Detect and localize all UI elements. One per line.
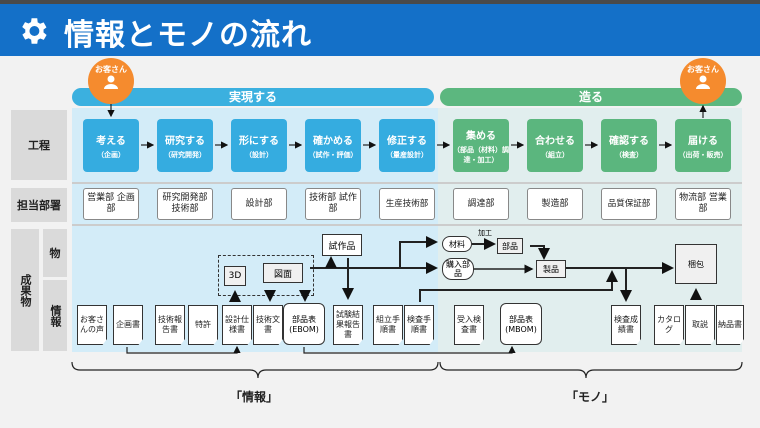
person-icon: [696, 75, 710, 89]
doc-patent: 特許: [188, 305, 218, 345]
dept-manufacturing: 製造部: [527, 188, 583, 220]
step-verify[interactable]: 確かめる（試作・評価）: [305, 119, 361, 172]
step-design[interactable]: 形にする（設計）: [231, 119, 287, 172]
step-inspect[interactable]: 確認する（検査）: [601, 119, 657, 172]
package-box: 梱包: [675, 244, 717, 284]
doc-assembly-proc: 組立手順書: [373, 305, 403, 345]
doc-inspection-proc: 検査手順書: [404, 305, 434, 345]
doc-catalog: カタログ: [654, 305, 684, 345]
step-gather[interactable]: 集める（部品（材料）調達・加工）: [453, 119, 509, 172]
dept-sales-planning: 営業部 企画部: [83, 188, 139, 220]
divider: [72, 182, 742, 184]
doc-inspection-result: 検査成績書: [611, 305, 641, 345]
step-research[interactable]: 研究する（研究開発）: [157, 119, 213, 172]
row-label-department: 担当部署: [11, 188, 67, 222]
row-label-info: 情報: [43, 280, 67, 351]
purchased-part-cylinder: 購入部品: [442, 258, 474, 280]
header-bar: 情報とモノの流れ: [0, 4, 760, 56]
gear-icon: [22, 18, 47, 44]
customer-start: お客さん: [88, 58, 134, 104]
customer-end: お客さん: [680, 58, 726, 104]
divider: [72, 224, 742, 226]
page-title: 情報とモノの流れ: [64, 18, 312, 53]
doc-receiving-insp: 受入検査書: [454, 305, 484, 345]
step-plan[interactable]: 考える（企画）: [83, 119, 139, 172]
dept-procurement: 調達部: [453, 188, 509, 220]
step-deliver[interactable]: 届ける（出荷・販売）: [675, 119, 731, 172]
dept-quality: 品質保証部: [601, 188, 657, 220]
prototype-box: 試作品: [322, 234, 362, 256]
drawing-box: 図面: [263, 263, 303, 283]
phase-build: 造る: [440, 88, 742, 106]
doc-ebom: 部品表 (EBOM): [283, 303, 325, 345]
dept-prototype: 技術部 試作部: [305, 188, 361, 220]
doc-tech-report: 技術報告書: [155, 305, 185, 345]
phase-realize: 実現する: [72, 88, 434, 106]
doc-design-spec: 設計仕様書: [222, 305, 252, 345]
dept-design: 設計部: [231, 188, 287, 220]
goods-brace-label: 「モノ」: [566, 390, 615, 404]
part-box: 部品: [497, 238, 523, 254]
doc-customer-voice: お客さんの声: [77, 305, 107, 345]
doc-manual: 取説: [685, 305, 715, 345]
doc-test-report: 試験結果報告書: [333, 305, 363, 345]
person-icon: [104, 75, 118, 89]
product-box: 製品: [536, 260, 566, 278]
row-label-deliverables: 成果物: [11, 229, 39, 351]
row-label-process: 工程: [11, 110, 67, 180]
model-3d-box: 3D: [224, 266, 246, 286]
doc-tech-doc: 技術文書: [253, 305, 283, 345]
doc-mbom: 部品表 (MBOM): [500, 303, 542, 345]
step-assemble[interactable]: 合わせる（組立）: [527, 119, 583, 172]
row-label-things: 物: [43, 229, 67, 277]
doc-delivery-note: 納品書: [716, 305, 744, 345]
top-strip: [0, 0, 760, 4]
dept-production-eng: 生産技術部: [379, 188, 435, 220]
dept-logistics: 物流部 営業部: [675, 188, 731, 220]
info-brace-label: 「情報」: [230, 390, 279, 404]
doc-plan: 企画書: [113, 305, 143, 345]
step-revise[interactable]: 修正する（量産設計）: [379, 119, 435, 172]
processing-label: 加工: [478, 229, 492, 237]
dept-rnd: 研究開発部 技術部: [157, 188, 213, 220]
material-cylinder: 材料: [442, 236, 472, 252]
